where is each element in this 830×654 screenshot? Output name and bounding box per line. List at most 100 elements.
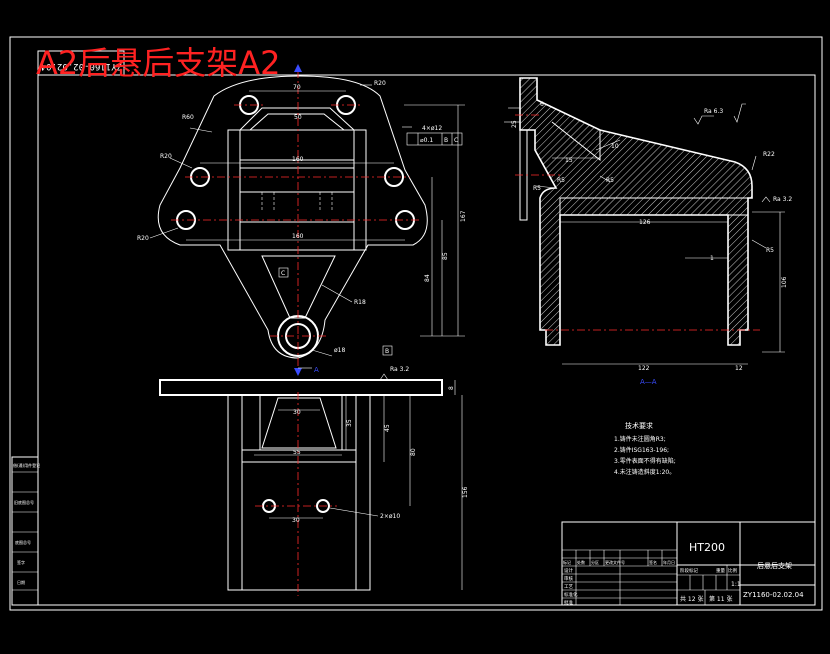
tb-part-name: 后悬后支架 xyxy=(757,561,792,570)
datum-c: C xyxy=(281,270,285,277)
technical-notes: 技术要求 1.铸件未注圆角R3; 2.铸件ISG163-196; 3.零件表面不… xyxy=(614,421,676,476)
dim-80: 80 xyxy=(410,448,417,456)
tb-weight-label: 重量 xyxy=(716,567,725,574)
section-view-labels: 25 10 15 6 R22 R5 R5 R5 R5 126 106 122 1… xyxy=(511,101,792,386)
label-r60: R60 xyxy=(182,114,194,121)
side-label: 旧底图总号 xyxy=(14,499,34,505)
tol-b: B xyxy=(444,137,448,144)
tb-sheet-index: 第 11 张 xyxy=(709,595,732,603)
dim-35: 35 xyxy=(346,419,353,427)
note-item: 3.零件表面不得有缺陷; xyxy=(614,457,676,465)
label-r20-low: R20 xyxy=(137,235,149,242)
dim-10: 10 xyxy=(611,143,619,150)
datum-b: B xyxy=(385,348,389,355)
top-slot-inner xyxy=(249,113,345,131)
label-r5-a: R5 xyxy=(557,177,565,184)
dim-122: 122 xyxy=(638,365,650,372)
center-box xyxy=(227,129,367,251)
overlay-title: A2后悬后支架A2 xyxy=(36,44,281,82)
dim-8: 8 xyxy=(448,386,455,390)
bottom-view-labels: Ra 3.2 30 55 30 35 45 80 156 8 2×ø10 xyxy=(292,366,469,524)
tb-stage-label: 阶段标记 xyxy=(680,567,698,574)
section-rib xyxy=(536,99,601,162)
dim-45: 45 xyxy=(384,424,391,432)
dim-50: 50 xyxy=(294,114,302,121)
section-body xyxy=(519,77,753,346)
front-view-labels: 70 50 160 160 167 85 84 R20 R60 R20 R20 … xyxy=(137,80,467,374)
tol-position: ⌀0.1 xyxy=(420,137,433,144)
tb-row-label: 审核 xyxy=(564,575,573,582)
tb-sheet-total: 共 12 张 xyxy=(680,595,703,603)
overlay-title-group: ZY1160-02.02.04 A2后悬后支架A2 xyxy=(36,44,281,82)
dim-55: 55 xyxy=(293,449,301,456)
bottom-left-leg xyxy=(227,394,243,591)
title-block: HT200 后悬后支架 ZY1160-02.02.04 1:1 共 12 张 第… xyxy=(561,521,816,606)
note-item: 4.未注铸造斜度1:20。 xyxy=(614,468,675,476)
tb-col-label: 处数 xyxy=(577,559,585,565)
roughness-63: Ra 6.3 xyxy=(704,108,723,115)
label-r5-b: R5 xyxy=(606,177,614,184)
dim-12: 12 xyxy=(735,365,743,372)
notes-heading: 技术要求 xyxy=(625,421,653,430)
tb-row-label: 工艺 xyxy=(564,584,573,590)
dim-167: 167 xyxy=(460,210,467,222)
dim-106: 106 xyxy=(781,276,788,288)
label-ra-32-front: Ra 3.2 xyxy=(390,366,409,373)
label-r5-d: R5 xyxy=(533,185,541,192)
hole-spec: 4×ø12 xyxy=(422,125,442,132)
tb-col-label: 年月日 xyxy=(663,559,675,565)
section-view-label: A—A xyxy=(640,378,657,386)
tb-scale: 1:1 xyxy=(731,581,741,588)
tb-col-label: 签名 xyxy=(649,559,657,565)
inner-frame xyxy=(37,74,816,606)
bottom-boss xyxy=(259,395,343,451)
roughness-32-side: Ra 3.2 xyxy=(773,196,792,203)
label-r5-c: R5 xyxy=(766,247,774,254)
dim-160-lower: 160 xyxy=(292,233,304,240)
bottom-right-leg xyxy=(355,394,371,591)
tb-col-label: 更改文件号 xyxy=(605,559,625,565)
side-label: 签字 xyxy=(17,559,25,565)
datum-c-box xyxy=(278,267,289,278)
dim-156: 156 xyxy=(462,486,469,498)
side-panel: 借(通)用件登记 旧底图总号 底图总号 签字 日期 xyxy=(11,456,40,606)
tb-col-label: 标记 xyxy=(563,559,571,565)
outer-frame xyxy=(9,36,823,611)
tb-material: HT200 xyxy=(689,541,725,554)
section-arrow-a: A xyxy=(314,366,319,374)
tb-row-label: 批准 xyxy=(564,599,573,606)
bottom-rib xyxy=(261,397,337,449)
label-r18: R18 xyxy=(354,299,366,306)
label-r20-top: R20 xyxy=(374,80,386,87)
note-item: 1.铸件未注圆角R3; xyxy=(614,435,666,443)
section-plate xyxy=(559,197,749,216)
note-item: 2.铸件ISG163-196; xyxy=(614,446,669,454)
dim-160-upper: 160 xyxy=(292,156,304,163)
top-slot xyxy=(239,107,355,131)
side-label: 日期 xyxy=(17,579,25,585)
label-r20-mid: R20 xyxy=(160,153,172,160)
tb-scale-label: 比例 xyxy=(728,567,737,574)
side-label: 底图总号 xyxy=(15,539,31,545)
label-phi18: ø18 xyxy=(334,347,345,354)
tb-drawing-no: ZY1160-02.02.04 xyxy=(743,591,804,599)
dim-70: 70 xyxy=(293,84,301,91)
center-box-inner xyxy=(239,129,355,251)
tb-row-label: 设计 xyxy=(564,567,573,574)
label-r22: R22 xyxy=(763,151,775,158)
front-view-outline xyxy=(157,75,428,359)
dim-84: 84 xyxy=(424,274,431,282)
tol-c: C xyxy=(454,137,458,144)
label-2x-phi10: 2×ø10 xyxy=(380,513,400,520)
dim-85: 85 xyxy=(442,252,449,260)
dim-126: 126 xyxy=(639,219,651,226)
tb-row-label: 标准化 xyxy=(564,591,578,598)
dim-25: 25 xyxy=(511,120,518,128)
dim-30-bottom: 30 xyxy=(292,517,300,524)
dim-30-top: 30 xyxy=(293,409,301,416)
datum-b-box xyxy=(382,345,393,356)
bottom-hole-right xyxy=(316,499,330,513)
section-view xyxy=(504,77,785,365)
mirrored-drawing-code: ZY1160-02.02.04 xyxy=(41,61,122,71)
